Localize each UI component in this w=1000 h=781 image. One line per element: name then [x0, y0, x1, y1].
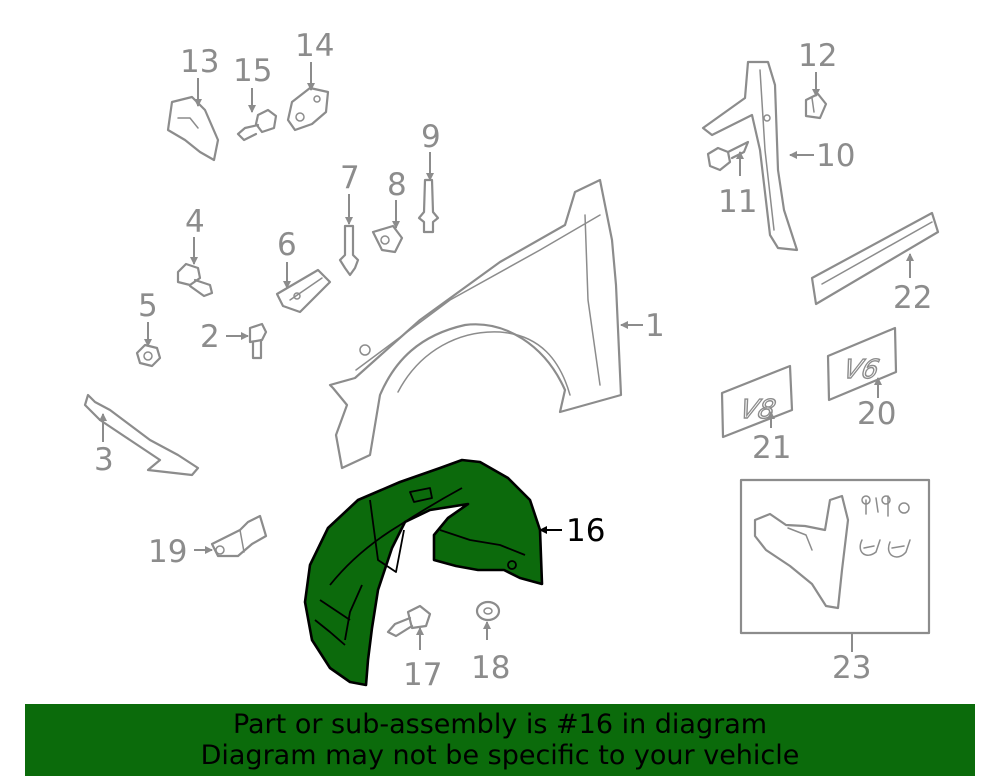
v6-badge-text: V6 [841, 355, 882, 385]
callout-19: 19 [148, 534, 187, 570]
callout-8: 8 [387, 167, 407, 203]
bracket-part-13[interactable] [166, 95, 220, 162]
callout-1: 1 [645, 308, 665, 344]
callout-11: 11 [718, 184, 757, 220]
callout-5: 5 [138, 288, 158, 324]
callout-17: 17 [403, 657, 442, 693]
callout-6: 6 [277, 227, 297, 263]
callout-20: 20 [857, 396, 896, 432]
clip-part-7[interactable] [338, 224, 360, 277]
banner-line-1: Part or sub-assembly is #16 in diagram [232, 709, 768, 740]
bracket-part-8[interactable] [371, 224, 404, 254]
washer-part-18[interactable] [475, 600, 501, 622]
bracket-part-6[interactable] [275, 268, 332, 314]
emblem-part-20[interactable]: V6 [826, 326, 898, 402]
callout-23: 23 [832, 650, 871, 686]
callout-22: 22 [893, 280, 932, 316]
callout-10: 10 [816, 138, 855, 174]
clip-part-9[interactable] [417, 178, 440, 234]
fender-part[interactable] [328, 178, 623, 470]
trim-strip-part-22[interactable] [810, 211, 940, 306]
mudflap-kit-part-23[interactable] [739, 478, 931, 635]
wheel-liner-part-16[interactable] [303, 458, 544, 687]
v8-badge-text: V8 [738, 395, 779, 425]
trim-part-10[interactable] [701, 60, 799, 252]
clip-part-12[interactable] [804, 92, 828, 120]
leader-lines [99, 62, 914, 652]
banner-line-2: Diagram may not be specific to your vehi… [200, 740, 800, 771]
bracket-part-14[interactable] [286, 86, 330, 132]
callout-21: 21 [752, 430, 791, 466]
screw-part-4[interactable] [176, 262, 214, 298]
nut-part-5[interactable] [135, 343, 162, 368]
bolt-part-15[interactable] [236, 108, 278, 142]
screw-part-17[interactable] [386, 604, 432, 638]
callout-12: 12 [798, 38, 837, 74]
callout-15: 15 [233, 53, 272, 89]
info-banner: Part or sub-assembly is #16 in diagram D… [25, 704, 975, 776]
callout-2: 2 [200, 319, 220, 355]
callout-13: 13 [180, 44, 219, 80]
clip-part-11[interactable] [706, 140, 750, 172]
callout-14: 14 [295, 28, 334, 64]
callout-4: 4 [185, 204, 205, 240]
bolt-part-2[interactable] [248, 322, 268, 360]
callout-7: 7 [340, 160, 360, 196]
callout-9: 9 [421, 119, 441, 155]
emblem-part-21[interactable]: V8 [720, 364, 794, 439]
callout-18: 18 [471, 650, 510, 686]
bracket-part-19[interactable] [210, 514, 268, 558]
callout-16: 16 [566, 513, 605, 549]
parts-diagram: V6 V8 [83, 28, 940, 693]
callout-3: 3 [94, 442, 114, 478]
